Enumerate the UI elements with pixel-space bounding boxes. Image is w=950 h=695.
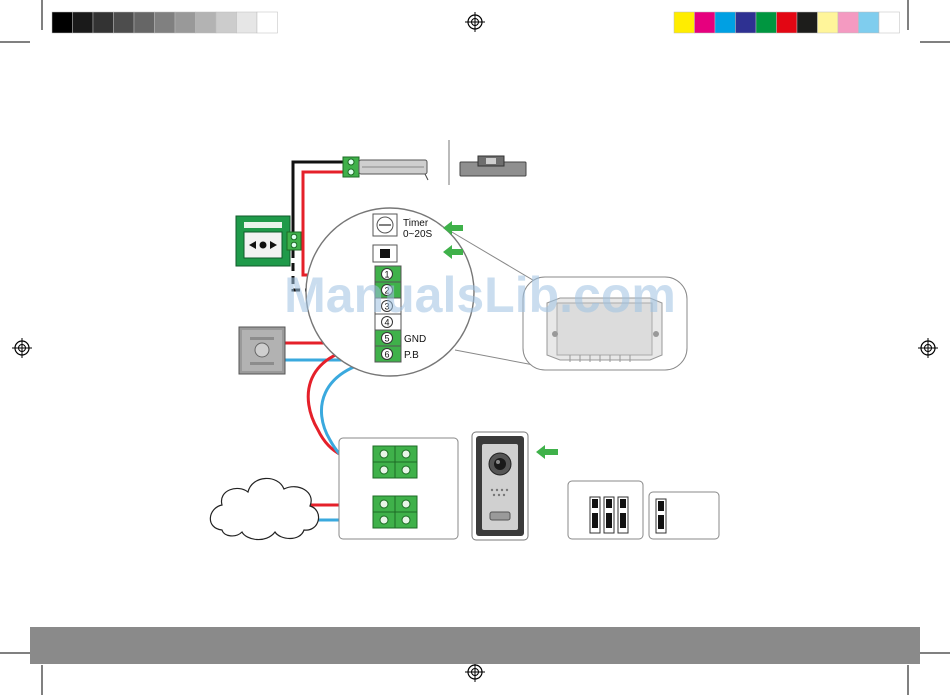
screw-terminal-icon (402, 516, 410, 524)
grayscale-calibration-bar (52, 12, 278, 33)
calibration-swatch (859, 12, 880, 33)
calibration-swatch (879, 12, 900, 33)
screw-terminal-icon (380, 466, 388, 474)
timer-label-line1: Timer (403, 218, 429, 229)
calibration-swatch (838, 12, 859, 33)
registration-mark-icon (12, 338, 32, 358)
calibration-swatch (736, 12, 757, 33)
outdoor-camera-unit (472, 432, 528, 540)
calibration-swatch (695, 12, 716, 33)
green-arrow-icon (536, 445, 558, 459)
emergency-door-release (236, 216, 301, 266)
screw-terminal-icon (402, 450, 410, 458)
cloud-icon (210, 478, 318, 539)
calibration-swatch (134, 12, 155, 33)
single-switch-panel (649, 492, 719, 539)
calibration-swatch (257, 12, 278, 33)
screw-terminal-icon (380, 500, 388, 508)
color-calibration-bar (674, 12, 900, 33)
calibration-swatch (52, 12, 73, 33)
dip-switch-panel (568, 481, 643, 539)
terminal-pin-number: 6 (384, 350, 389, 360)
calibration-swatch (818, 12, 839, 33)
calibration-swatch (155, 12, 176, 33)
electric-strike-lock (460, 156, 526, 176)
calibration-swatch (237, 12, 258, 33)
calibration-swatch (715, 12, 736, 33)
calibration-swatch (73, 12, 94, 33)
calibration-swatch (93, 12, 114, 33)
screw-terminal-icon (402, 500, 410, 508)
registration-mark-icon (465, 662, 485, 682)
calibration-swatch (797, 12, 818, 33)
registration-mark-icon (918, 338, 938, 358)
calibration-swatch (196, 12, 217, 33)
registration-mark-icon (465, 12, 485, 32)
magnetic-lock (343, 157, 428, 180)
calibration-swatch (674, 12, 695, 33)
calibration-swatch (114, 12, 135, 33)
timer-label-line2: 0~20S (403, 229, 433, 240)
terminal-pin-label: P.B (404, 350, 419, 361)
screw-terminal-icon (402, 466, 410, 474)
footer-bar (30, 627, 920, 664)
terminal-pin-number: 5 (384, 334, 389, 344)
calibration-swatch (175, 12, 196, 33)
indoor-terminal-panel (339, 438, 458, 539)
calibration-swatch (756, 12, 777, 33)
terminal-pin-label: GND (404, 334, 426, 345)
calibration-swatch (777, 12, 798, 33)
watermark: ManualsLib.com (284, 267, 676, 323)
exit-push-button (239, 327, 285, 374)
calibration-swatch (216, 12, 237, 33)
screw-terminal-icon (380, 450, 388, 458)
screw-terminal-icon (380, 516, 388, 524)
